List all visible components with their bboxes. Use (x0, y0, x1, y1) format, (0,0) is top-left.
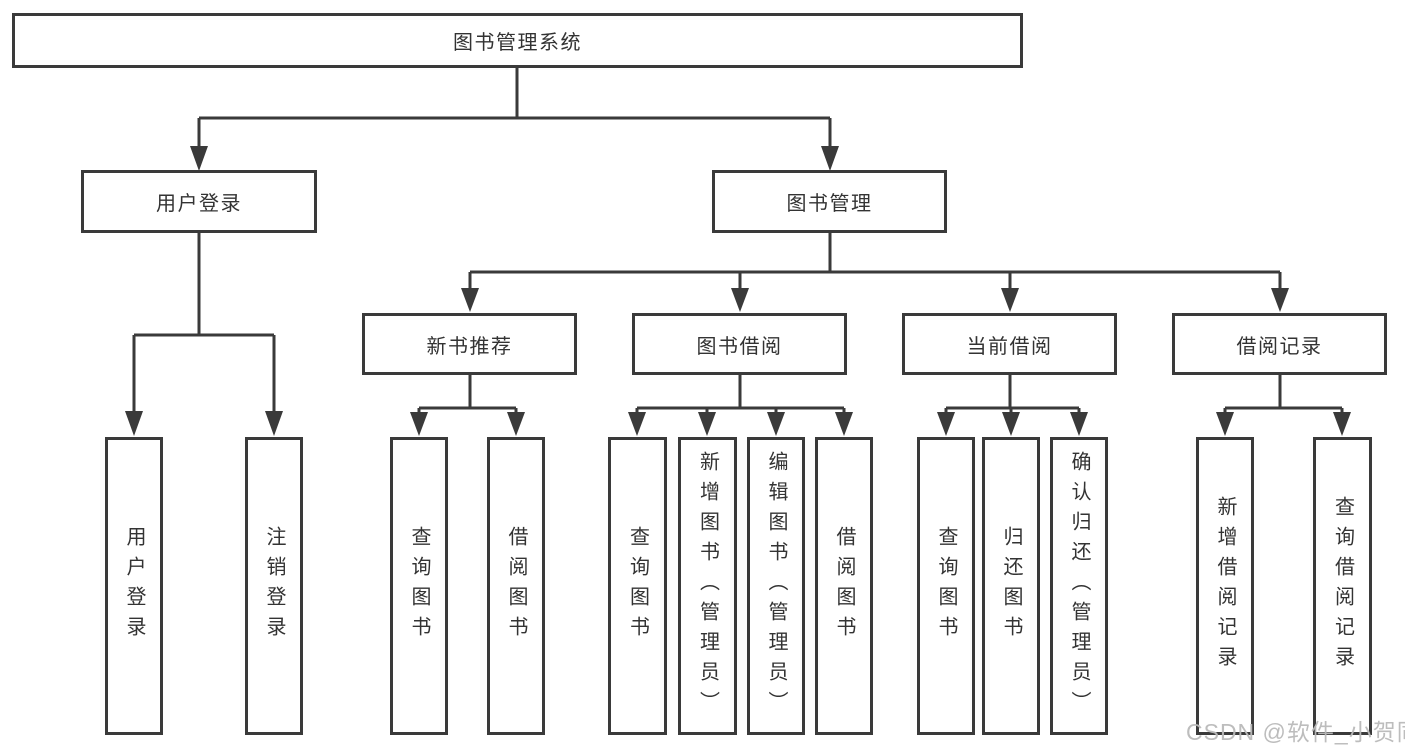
node-book-borrow-label: 图书借阅 (696, 335, 783, 358)
leaf-query-books-current-label: 查询图书 (935, 526, 957, 646)
leaf-add-borrow-record: 新增借阅记录 (1196, 437, 1254, 735)
node-current-borrow: 当前借阅 (902, 313, 1117, 375)
leaf-return-books: 归还图书 (982, 437, 1040, 735)
leaf-edit-book-admin: 编辑图书（管理员） (747, 437, 805, 735)
leaf-user-login-label: 用户登录 (123, 526, 145, 646)
leaf-logout: 注销登录 (245, 437, 303, 735)
leaf-query-books-borrow: 查询图书 (608, 437, 667, 735)
node-current-borrow-label: 当前借阅 (966, 335, 1053, 358)
node-book-borrow: 图书借阅 (632, 313, 847, 375)
leaf-add-book-admin-label: 新增图书（管理员） (696, 451, 719, 721)
node-new-book-recommend: 新书推荐 (362, 313, 577, 375)
leaf-query-borrow-record: 查询借阅记录 (1313, 437, 1372, 735)
leaf-borrow-books: 借阅图书 (815, 437, 873, 735)
leaf-user-login: 用户登录 (105, 437, 163, 735)
node-root-label: 图书管理系统 (453, 32, 582, 54)
leaf-query-books-recommend-label: 查询图书 (408, 526, 430, 646)
node-borrow-records: 借阅记录 (1172, 313, 1387, 375)
leaf-add-book-admin: 新增图书（管理员） (678, 437, 737, 735)
node-book-management-label: 图书管理 (786, 193, 873, 215)
node-user-login: 用户登录 (81, 170, 317, 233)
leaf-add-borrow-record-label: 新增借阅记录 (1214, 496, 1236, 676)
leaf-borrow-books-recommend-label: 借阅图书 (505, 526, 527, 646)
leaf-logout-label: 注销登录 (263, 526, 285, 646)
leaf-query-books-current: 查询图书 (917, 437, 975, 735)
node-new-book-recommend-label: 新书推荐 (426, 335, 513, 358)
leaf-borrow-books-label: 借阅图书 (833, 526, 855, 646)
leaf-query-books-recommend: 查询图书 (390, 437, 448, 735)
leaf-confirm-return-admin-label: 确认归还（管理员） (1068, 451, 1090, 721)
node-user-login-label: 用户登录 (156, 193, 242, 215)
leaf-confirm-return-admin: 确认归还（管理员） (1050, 437, 1108, 735)
node-borrow-records-label: 借阅记录 (1236, 335, 1323, 358)
leaf-return-books-label: 归还图书 (1000, 526, 1022, 646)
node-book-management: 图书管理 (712, 170, 947, 233)
leaf-edit-book-admin-label: 编辑图书（管理员） (765, 451, 787, 721)
leaf-query-books-borrow-label: 查询图书 (626, 526, 649, 646)
node-root: 图书管理系统 (12, 13, 1023, 68)
leaf-borrow-books-recommend: 借阅图书 (487, 437, 545, 735)
csdn-watermark: CSDN @软件_小贺同学 (1186, 719, 1405, 745)
leaf-query-borrow-record-label: 查询借阅记录 (1331, 496, 1354, 676)
